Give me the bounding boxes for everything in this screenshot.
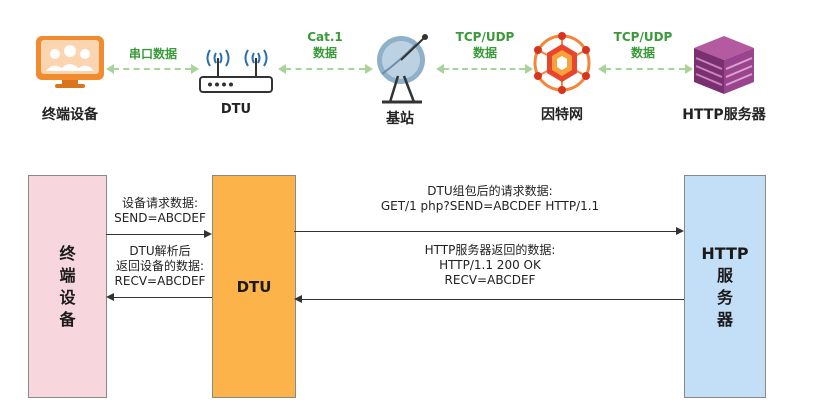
- link-arrow-right: [365, 64, 373, 74]
- link-label-tcp-udp-1: TCP/UDP 数据: [455, 30, 515, 60]
- arrowhead-right: [204, 230, 212, 238]
- link-label-cat1: Cat.1 数据: [307, 30, 343, 60]
- terminal-device-icon: [36, 36, 104, 88]
- link-line-tcp-udp-2: [605, 68, 685, 70]
- base-station-icon: [377, 34, 428, 104]
- http-server-box: HTTP 服 务 器: [684, 175, 766, 398]
- arrowhead-right: [676, 227, 684, 235]
- message-dtu-to-terminal: DTU解析后 返回设备的数据: RECV=ABCDEF: [114, 244, 206, 288]
- dtu-box-label: DTU: [236, 277, 272, 296]
- link-arrow-right: [191, 64, 199, 74]
- terminal-device-box: 终 端 设 备: [28, 175, 107, 398]
- link-line-cat1: [285, 68, 365, 70]
- message-dtu-to-http: DTU组包后的请求数据: GET/1 php?SEND=ABCDEF HTTP/…: [380, 184, 600, 213]
- arrow-dtu-to-terminal: [114, 297, 212, 298]
- dtu-box: DTU: [212, 175, 296, 398]
- arrow-http-to-dtu: [302, 299, 684, 300]
- node-label-internet: 因特网: [541, 107, 583, 123]
- arrowhead-left: [106, 293, 114, 301]
- link-arrow-right: [525, 64, 533, 74]
- link-label-tcp-udp-2: TCP/UDP 数据: [613, 30, 673, 60]
- http-server-box-label: HTTP 服 务 器: [701, 243, 749, 329]
- link-arrow-left: [106, 64, 114, 74]
- node-label-dtu: DTU: [220, 102, 252, 117]
- arrow-terminal-to-dtu: [106, 234, 204, 235]
- message-http-to-dtu: HTTP服务器返回的数据: HTTP/1.1 200 OK RECV=ABCDE…: [424, 243, 556, 287]
- link-line-serial: [113, 68, 191, 70]
- message-terminal-to-dtu: 设备请求数据: SEND=ABCDEF: [114, 196, 206, 225]
- http-server-icon: [694, 36, 754, 94]
- link-arrow-left: [278, 64, 286, 74]
- link-arrow-left: [598, 64, 606, 74]
- terminal-device-box-label: 终 端 设 备: [59, 243, 76, 329]
- dtu-router-icon: [199, 49, 273, 93]
- node-label-base-station: 基站: [386, 111, 414, 127]
- arrow-dtu-to-http: [294, 231, 676, 232]
- internet-icon: [533, 32, 591, 94]
- link-arrow-right: [685, 64, 693, 74]
- link-line-tcp-udp-1: [443, 68, 525, 70]
- link-arrow-left: [436, 64, 444, 74]
- arrowhead-left: [294, 295, 302, 303]
- link-label-serial: 串口数据: [128, 47, 177, 61]
- node-label-terminal: 终端设备: [42, 107, 98, 123]
- node-label-http-server: HTTP服务器: [682, 107, 766, 123]
